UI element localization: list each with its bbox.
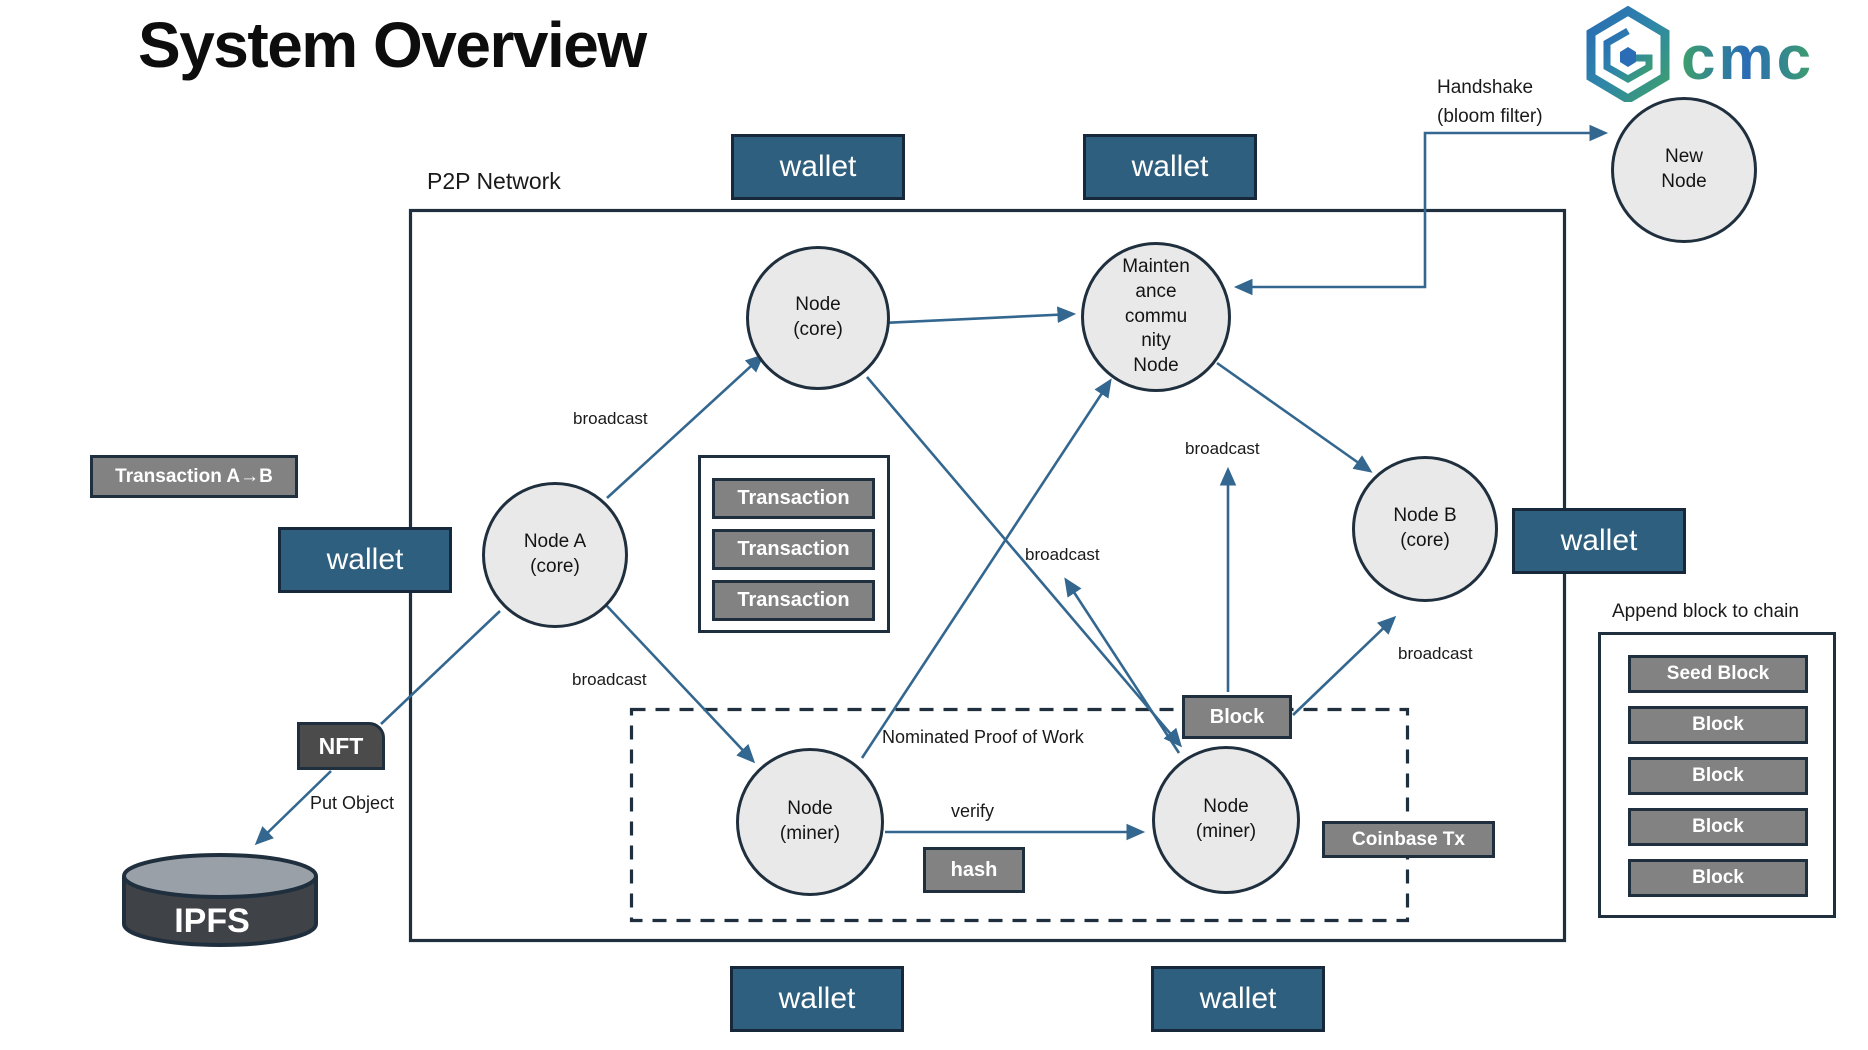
- npow-label: Nominated Proof of Work: [882, 727, 1084, 747]
- wallet-bottom-right: wallet: [1151, 966, 1325, 1032]
- node-maintenance-community: Mainten ance commu nity Node: [1081, 242, 1231, 392]
- cmc-logo-hexagon: [1586, 5, 1670, 102]
- hash-box: hash: [923, 847, 1025, 893]
- chain-block: Seed Block: [1628, 655, 1808, 693]
- arrow-nodea-to-core: [606, 353, 765, 499]
- put-object-label: Put Object: [310, 793, 395, 813]
- arrow-maintenance-to-nodeb: [1216, 361, 1373, 473]
- broadcast-label-center: broadcast: [1025, 545, 1100, 564]
- broadcast-label-nodea-core: broadcast: [573, 409, 648, 428]
- npow-boundary: [629, 707, 1410, 923]
- chain-block: Block: [1628, 706, 1808, 744]
- cmc-logo-text: cmc: [1681, 24, 1814, 93]
- wallet-bottom-left: wallet: [730, 966, 904, 1032]
- node-new: New Node: [1611, 97, 1757, 243]
- cmc-logo: cmc: [1586, 5, 1814, 102]
- chain-block: Block: [1628, 808, 1808, 846]
- node-miner-right: Node (miner): [1152, 746, 1300, 894]
- node-a-core: Node A (core): [482, 482, 628, 628]
- ipfs-datastore: IPFS: [122, 853, 318, 947]
- wallet-left: wallet: [278, 527, 452, 593]
- node-miner-left: Node (miner): [736, 748, 884, 896]
- block-box: Block: [1182, 695, 1292, 739]
- transaction-item: Transaction: [712, 529, 875, 570]
- ipfs-cylinder-top: [122, 853, 318, 899]
- broadcast-label-block-up: broadcast: [1185, 439, 1260, 458]
- arrow-nodea-to-minerleft: [605, 604, 756, 764]
- wallet-top-right: wallet: [1083, 134, 1257, 200]
- nft-tag: NFT: [297, 722, 385, 770]
- verify-label: verify: [951, 801, 995, 821]
- arrow-nft-to-ipfs: [254, 770, 332, 846]
- wallet-right: wallet: [1512, 508, 1686, 574]
- page-title: System Overview: [138, 9, 647, 81]
- ipfs-label: IPFS: [174, 902, 250, 940]
- node-core: Node (core): [746, 246, 890, 390]
- coinbase-tx-box: Coinbase Tx: [1322, 821, 1495, 858]
- arrow-block-to-nodeb: [1292, 615, 1397, 716]
- arrow-minerright-broadcast: [1064, 577, 1181, 754]
- transaction-item: Transaction: [712, 478, 875, 519]
- broadcast-label-block-nodeb: broadcast: [1398, 644, 1473, 663]
- arrow-core-to-minerright: [866, 376, 1183, 748]
- arrow-core-to-maintenance: [881, 306, 1077, 325]
- arrow-handshake: [1233, 124, 1609, 296]
- transaction-ab-tag: Transaction A→B: [90, 455, 298, 498]
- transaction-item: Transaction: [712, 580, 875, 621]
- handshake-label: Handshake (bloom filter): [1437, 77, 1543, 127]
- node-b-core: Node B (core): [1352, 456, 1498, 602]
- chain-block: Block: [1628, 757, 1808, 795]
- chain-block: Block: [1628, 859, 1808, 897]
- append-block-label: Append block to chain: [1612, 601, 1799, 622]
- line-nodea-to-nft: [380, 610, 501, 725]
- p2p-network-label: P2P Network: [427, 168, 561, 194]
- wallet-top-left: wallet: [731, 134, 905, 200]
- broadcast-label-nodea-miner: broadcast: [572, 670, 647, 689]
- arrow-minerleft-to-maintenance: [860, 378, 1112, 759]
